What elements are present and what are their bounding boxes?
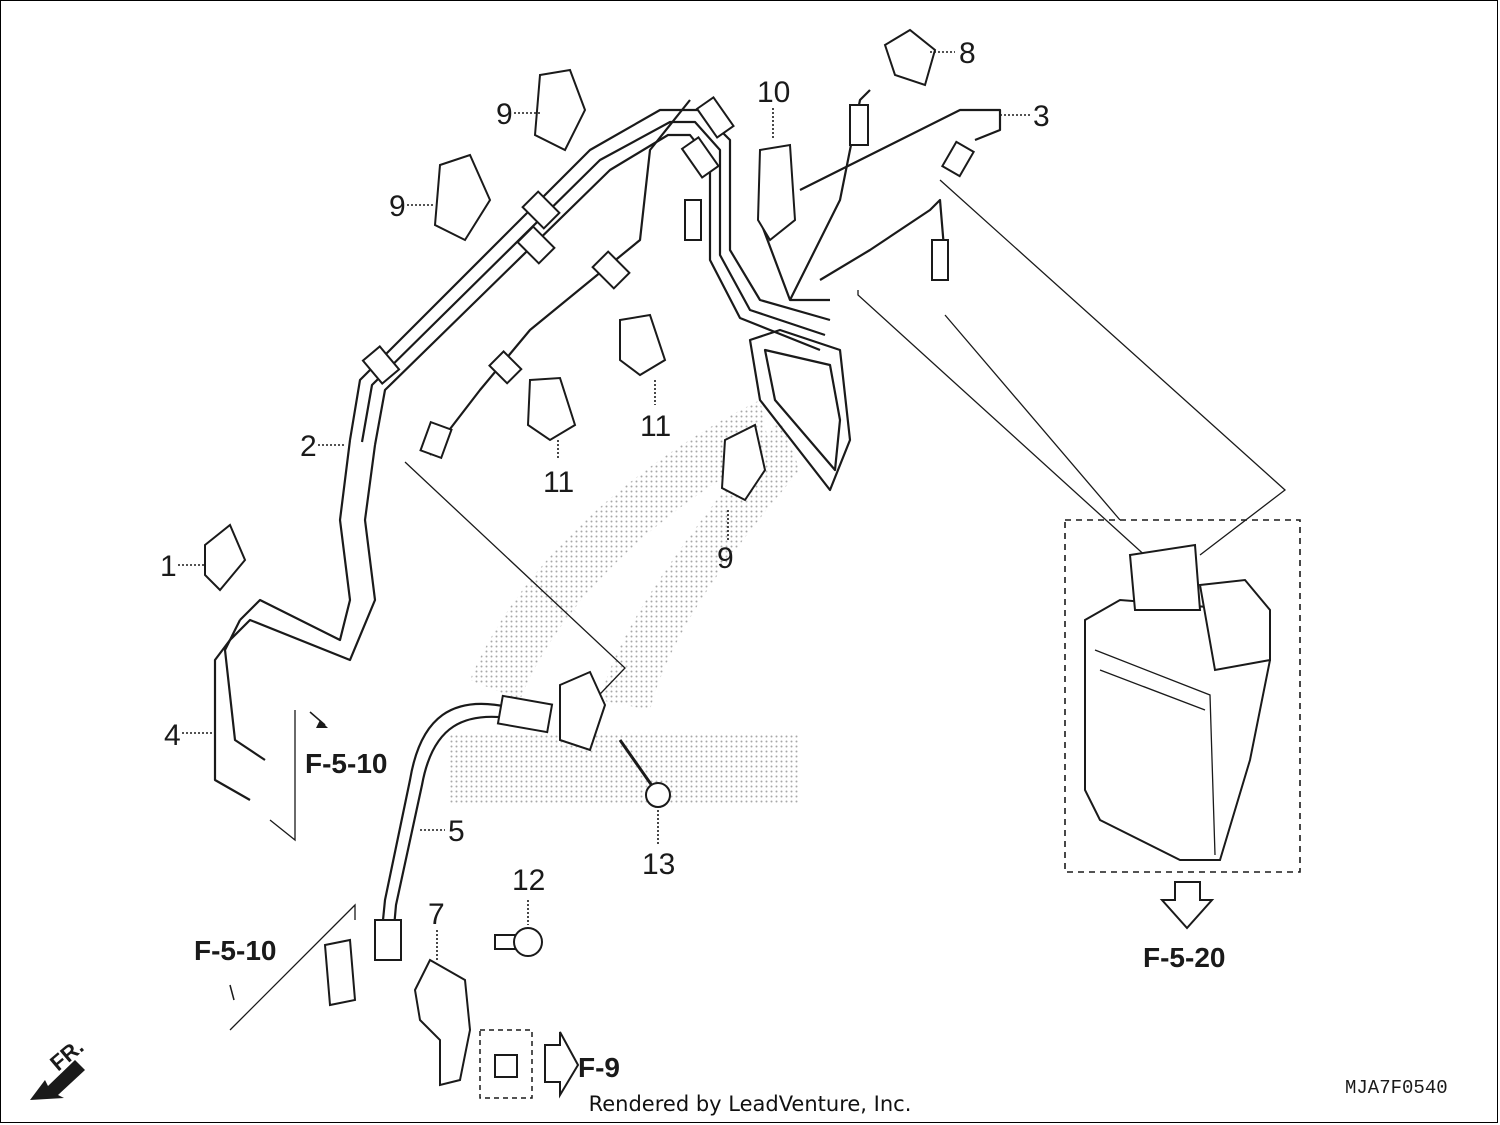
part-1-clip	[204, 523, 247, 592]
callout-7: 7	[428, 898, 445, 931]
ref-f520: F-5-20	[1143, 942, 1225, 973]
callout-leaders	[178, 51, 1030, 960]
callout-11-a: 11	[640, 410, 671, 443]
callout-1: 1	[160, 550, 177, 583]
fr-direction-arrow	[30, 1060, 85, 1100]
part-13-bolt	[618, 739, 671, 808]
callout-labels: 1 2 3 4 5 7 8 9 9 9 10 11 11 12 13	[160, 37, 1050, 931]
part-7-bracket	[413, 958, 472, 1087]
diagram-code: MJA7F0540	[1345, 1077, 1448, 1099]
callout-11-b: 11	[543, 466, 574, 499]
callout-4: 4	[164, 719, 181, 752]
reference-labels: F-5-10 F-5-10 F-5-20 F-9	[194, 748, 1225, 1083]
callout-10: 10	[757, 76, 790, 109]
callout-3: 3	[1033, 100, 1050, 133]
callout-12: 12	[512, 864, 545, 897]
part-11-grommet-b	[526, 376, 577, 442]
f520-arrow	[1159, 881, 1215, 930]
part-5-brake-hose	[323, 670, 607, 1007]
callout-5: 5	[448, 815, 465, 848]
callout-8: 8	[959, 37, 976, 70]
credit-line: Rendered by LeadVenture, Inc.	[588, 1092, 912, 1116]
part-9-clamp-c	[720, 423, 767, 502]
callout-9-a: 9	[496, 98, 513, 131]
callout-2: 2	[300, 430, 317, 463]
callout-9-c: 9	[717, 542, 734, 575]
part-10-clamp	[756, 143, 797, 242]
part-8-clamp	[883, 28, 937, 87]
part-9-clamp-a	[533, 68, 587, 152]
part-12-bolt	[494, 927, 543, 957]
ref-f510-upper: F-5-10	[305, 748, 387, 779]
part-11-grommet-a	[619, 313, 667, 377]
ref-f510-lower: F-5-10	[194, 935, 276, 966]
callout-9-b: 9	[389, 190, 406, 223]
guide-lines	[229, 179, 1287, 1031]
f9-part-box	[479, 1029, 580, 1099]
part-9-clamp-b	[433, 153, 492, 242]
ref-f9: F-9	[578, 1052, 620, 1083]
callout-13: 13	[642, 848, 675, 881]
abs-modulator-unit	[1064, 519, 1301, 873]
pipe-clips	[361, 95, 976, 460]
f510-arrows	[229, 711, 328, 1001]
